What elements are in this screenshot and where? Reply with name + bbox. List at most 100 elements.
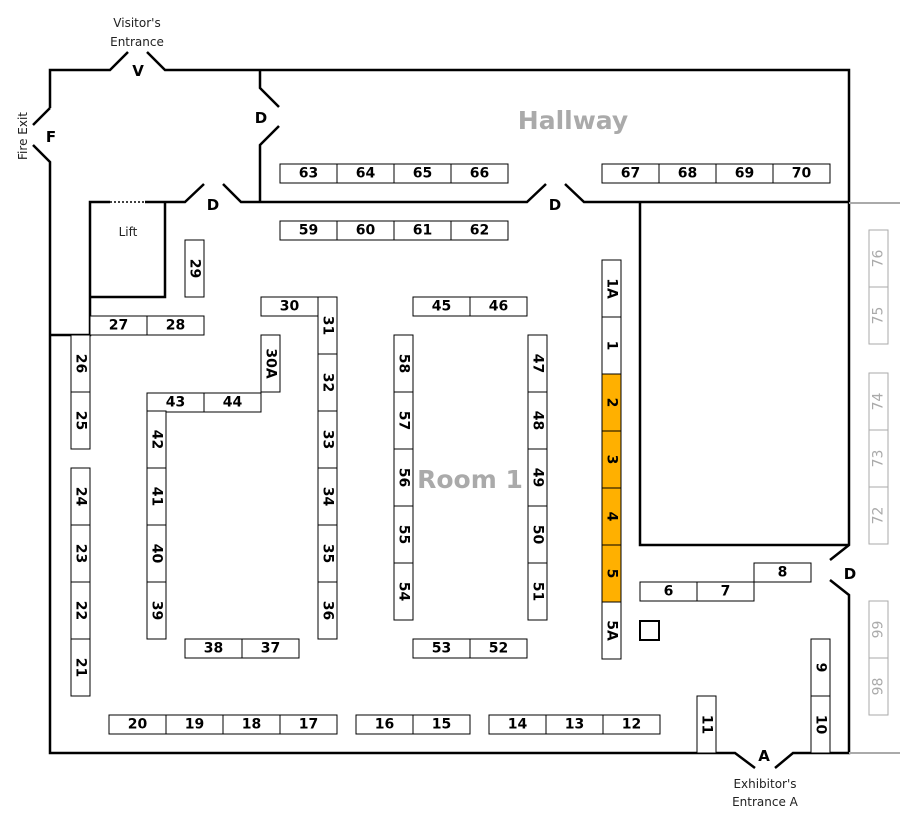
booth-73[interactable]: 73 [868,429,889,488]
booth-18[interactable]: 18 [222,714,281,735]
booth-60[interactable]: 60 [336,220,395,241]
booth-56[interactable]: 56 [393,448,414,507]
booth-17[interactable]: 17 [279,714,338,735]
booth-54[interactable]: 54 [393,562,414,621]
booth-25[interactable]: 25 [70,391,91,450]
booth-5a[interactable]: 5A [601,601,622,660]
booth-box[interactable] [527,562,548,621]
booth-30a[interactable]: 30A [260,334,281,393]
booth-53[interactable]: 53 [412,638,471,659]
booth-16[interactable]: 16 [355,714,414,735]
booth-62[interactable]: 62 [450,220,509,241]
booth-box[interactable] [393,562,414,621]
booth-2[interactable]: 2 [601,373,622,432]
booth-box[interactable] [868,486,889,545]
booth-75[interactable]: 75 [868,286,889,345]
booth-99[interactable]: 99 [868,600,889,659]
booth-32[interactable]: 32 [317,353,338,412]
booth-57[interactable]: 57 [393,391,414,450]
booth-65[interactable]: 65 [393,163,452,184]
booth-15[interactable]: 15 [412,714,471,735]
booth-1[interactable]: 1 [601,316,622,375]
booth-4[interactable]: 4 [601,487,622,546]
booth-23[interactable]: 23 [70,524,91,583]
booth-42[interactable]: 42 [146,410,167,469]
booth-48[interactable]: 48 [527,391,548,450]
booth-box[interactable] [70,391,91,450]
booth-box[interactable] [696,695,717,754]
booth-box[interactable] [469,296,528,317]
booth-box[interactable] [772,163,831,184]
booth-box[interactable] [260,334,281,393]
booth-9[interactable]: 9 [810,638,831,697]
booth-40[interactable]: 40 [146,524,167,583]
booth-10[interactable]: 10 [810,695,831,754]
booth-box[interactable] [203,392,262,413]
booth-35[interactable]: 35 [317,524,338,583]
booth-63[interactable]: 63 [279,163,338,184]
booth-46[interactable]: 46 [469,296,528,317]
booth-14[interactable]: 14 [488,714,547,735]
booth-36[interactable]: 36 [317,581,338,640]
booth-box[interactable] [146,581,167,640]
booth-37[interactable]: 37 [241,638,300,659]
booth-11[interactable]: 11 [696,695,717,754]
booth-13[interactable]: 13 [545,714,604,735]
booth-1a[interactable]: 1A [601,259,622,318]
booth-26[interactable]: 26 [70,334,91,393]
booth-22[interactable]: 22 [70,581,91,640]
booth-61[interactable]: 61 [393,220,452,241]
booth-box[interactable] [412,714,471,735]
booth-box[interactable] [317,581,338,640]
booth-59[interactable]: 59 [279,220,338,241]
booth-box[interactable] [602,714,661,735]
booth-38[interactable]: 38 [184,638,243,659]
booth-68[interactable]: 68 [658,163,717,184]
booth-21[interactable]: 21 [70,638,91,697]
booth-5[interactable]: 5 [601,544,622,603]
booth-box[interactable] [601,601,622,660]
booth-19[interactable]: 19 [165,714,224,735]
booth-box[interactable] [753,562,812,583]
booth-34[interactable]: 34 [317,467,338,526]
booth-98[interactable]: 98 [868,657,889,716]
booth-74[interactable]: 74 [868,372,889,431]
booth-29[interactable]: 29 [184,239,205,298]
booth-69[interactable]: 69 [715,163,774,184]
booth-20[interactable]: 20 [108,714,167,735]
booth-24[interactable]: 24 [70,467,91,526]
booth-box[interactable] [450,163,509,184]
booth-55[interactable]: 55 [393,505,414,564]
booth-44[interactable]: 44 [203,392,262,413]
booth-70[interactable]: 70 [772,163,831,184]
booth-box[interactable] [450,220,509,241]
booth-30[interactable]: 30 [260,296,319,317]
booth-58[interactable]: 58 [393,334,414,393]
booth-66[interactable]: 66 [450,163,509,184]
booth-box[interactable] [696,581,755,602]
booth-43[interactable]: 43 [146,392,205,413]
booth-8[interactable]: 8 [753,562,812,583]
booth-67[interactable]: 67 [601,163,660,184]
booth-64[interactable]: 64 [336,163,395,184]
booth-3[interactable]: 3 [601,430,622,489]
booth-box[interactable] [469,638,528,659]
booth-76[interactable]: 76 [868,229,889,288]
booth-52[interactable]: 52 [469,638,528,659]
booth-12[interactable]: 12 [602,714,661,735]
booth-27[interactable]: 27 [89,315,148,336]
booth-box[interactable] [146,315,205,336]
booth-6[interactable]: 6 [639,581,698,602]
booth-box[interactable] [70,638,91,697]
booth-31[interactable]: 31 [317,296,338,355]
booth-box[interactable] [868,286,889,345]
booth-50[interactable]: 50 [527,505,548,564]
booth-39[interactable]: 39 [146,581,167,640]
booth-box[interactable] [279,714,338,735]
booth-box[interactable] [241,638,300,659]
booth-47[interactable]: 47 [527,334,548,393]
booth-7[interactable]: 7 [696,581,755,602]
booth-28[interactable]: 28 [146,315,205,336]
booth-box[interactable] [184,239,205,298]
booth-51[interactable]: 51 [527,562,548,621]
